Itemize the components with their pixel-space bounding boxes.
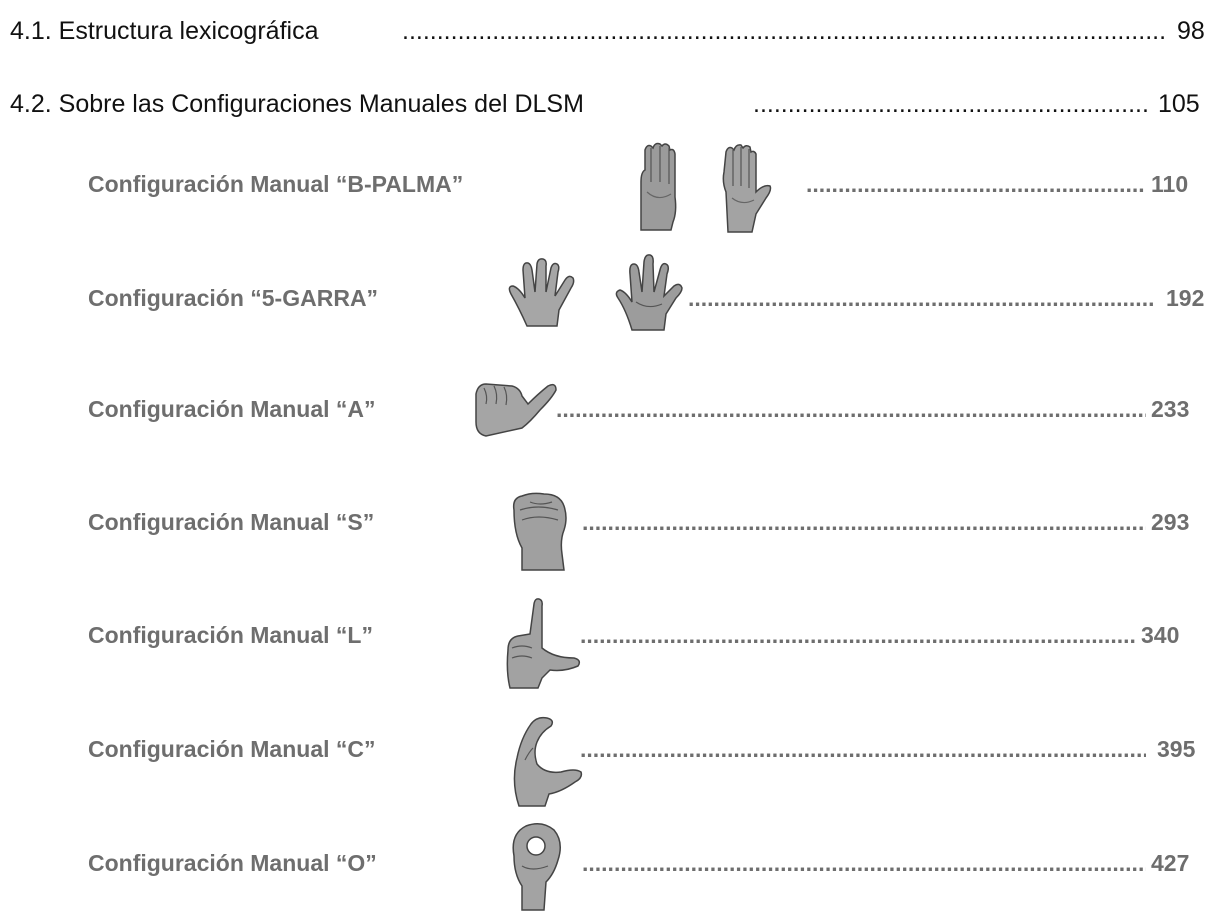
toc-leader-dots: ........................................… xyxy=(806,171,1146,197)
toc-entry-page: 293 xyxy=(1151,509,1190,535)
toc-entry-label: Configuración “5-GARRA” xyxy=(88,285,379,311)
toc-leader-dots: ........................................… xyxy=(688,285,1156,311)
toc-entry-c: Configuración Manual “C” xyxy=(88,736,376,763)
c-hand-icon xyxy=(513,716,583,807)
toc-leader-dots: ........................................… xyxy=(582,509,1146,535)
toc-section-page: 105 xyxy=(1158,90,1200,118)
toc-entry-a: Configuración Manual “A” xyxy=(88,396,376,423)
toc-entry-label: Configuración Manual “O” xyxy=(88,850,377,876)
l-hand-icon xyxy=(506,598,581,689)
toc-leader-dots: ........................................… xyxy=(402,17,1167,45)
toc-entry-page: 233 xyxy=(1151,396,1190,422)
b-palma-hand-front-icon xyxy=(640,142,677,231)
toc-leader-dots: ........................................… xyxy=(556,396,1146,422)
toc-entry-page: 192 xyxy=(1166,285,1205,311)
toc-entry-page: 110 xyxy=(1151,171,1189,197)
toc-entry-s: Configuración Manual “S” xyxy=(88,509,374,536)
toc-leader-dots: ........................................… xyxy=(580,622,1136,648)
toc-entry-b-palma: Configuración Manual “B-PALMA” xyxy=(88,171,463,198)
a-hand-icon xyxy=(475,383,557,437)
b-palma-hand-side-icon xyxy=(722,144,772,233)
toc-leader-dots: ........................................… xyxy=(580,736,1146,762)
toc-entry-5-garra: Configuración “5-GARRA” xyxy=(88,285,378,312)
toc-entry-label: Configuración Manual “L” xyxy=(88,622,373,648)
toc-entry-label: Configuración Manual “C” xyxy=(88,736,376,762)
toc-entry-page: 395 xyxy=(1157,736,1196,762)
toc-section-page: 98 xyxy=(1177,17,1205,45)
toc-entry-label: Configuración Manual “B-PALMA” xyxy=(88,171,464,197)
toc-section-label: 4.1. Estructura lexicográfica xyxy=(10,17,319,45)
5-open-hand-icon xyxy=(508,258,575,327)
toc-entry-label: Configuración Manual “A” xyxy=(88,396,376,422)
toc-entry-o: Configuración Manual “O” xyxy=(88,850,377,877)
toc-section-4-1: 4.1. Estructura lexicográfica xyxy=(10,17,318,46)
toc-section-4-2: 4.2. Sobre las Configuraciones Manuales … xyxy=(10,90,584,119)
5-claw-hand-icon xyxy=(615,254,683,331)
toc-entry-l: Configuración Manual “L” xyxy=(88,622,373,649)
o-hand-icon xyxy=(512,823,561,911)
toc-leader-dots: ........................................… xyxy=(753,90,1150,118)
s-fist-hand-icon xyxy=(512,492,567,571)
toc-leader-dots: ........................................… xyxy=(582,850,1146,876)
toc-entry-label: Configuración Manual “S” xyxy=(88,509,375,535)
toc-entry-page: 340 xyxy=(1141,622,1180,648)
toc-section-label: 4.2. Sobre las Configuraciones Manuales … xyxy=(10,90,584,118)
toc-entry-page: 427 xyxy=(1151,850,1190,876)
